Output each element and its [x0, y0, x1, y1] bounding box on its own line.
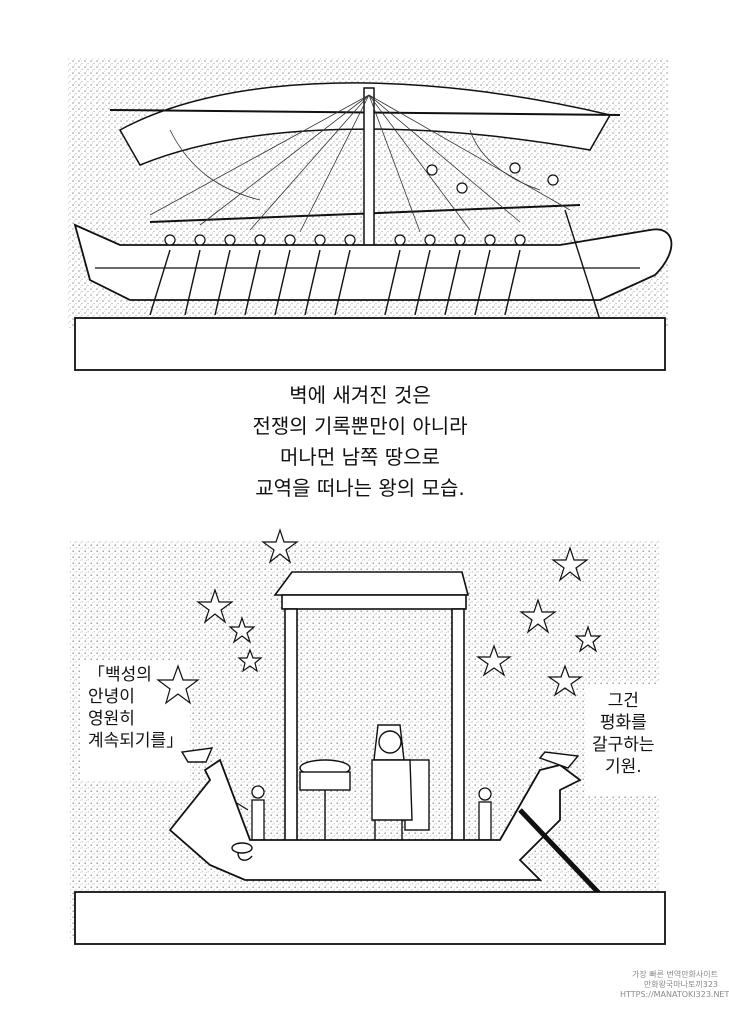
watermark-line: 만화왕국마나토끼323: [643, 980, 718, 989]
star-icon: [228, 616, 256, 644]
attendants: [231, 785, 492, 841]
watermark-line: HTTPS://MANATOKI323.NET: [620, 990, 729, 999]
star-icon: [156, 664, 200, 705]
canopy-shrine: [273, 571, 470, 870]
watermark-line: 가장 빠른 번역만화사이트: [631, 970, 718, 979]
caption-line: 그건: [607, 691, 639, 711]
prow-ornament: [180, 747, 214, 763]
star-icon: [196, 588, 234, 624]
caption-line: 평화를: [599, 713, 647, 733]
stars: [156, 528, 602, 705]
right-caption: 그건 평화를 갈구하는 기원.: [592, 690, 655, 778]
left-quote-caption: 「백성의 안녕이 영원히 계속되기를」: [88, 664, 183, 752]
royal-boat-illustration: [70, 528, 666, 945]
site-watermark: 가장 빠른 번역만화사이트 만화왕국마나토끼323 HTTPS://MANATO…: [620, 970, 729, 1000]
stern-ornament: [538, 751, 580, 769]
narration-line: 머나먼 남쪽 땅으로: [280, 445, 440, 469]
hull: [73, 223, 673, 301]
star-icon: [551, 546, 589, 582]
caption-line: 기원.: [604, 757, 642, 777]
oars: [149, 209, 601, 321]
caption-line: 영원히: [88, 709, 135, 729]
star-icon: [261, 528, 299, 564]
caption-line: 「백성의: [88, 665, 152, 685]
star-icon: [574, 625, 602, 653]
ship-relief-illustration: [68, 58, 673, 371]
rigging: [149, 94, 571, 233]
pharaoh-figure: [371, 724, 430, 855]
caption-line: 계속되기를」: [88, 731, 184, 751]
ship-pedestal: [74, 317, 666, 371]
star-icon: [476, 644, 512, 677]
rowers: [164, 234, 526, 246]
bottom-boat-panel: [0, 520, 720, 960]
star-icon: [237, 648, 263, 673]
caption-line: 갈구하는: [592, 735, 655, 755]
star-icon: [547, 664, 583, 697]
ceremonial-boat-hull: [168, 758, 582, 881]
narration-line: 벽에 새겨진 것은: [289, 383, 431, 407]
rigging-climbers: [426, 162, 559, 194]
star-icon: [519, 598, 557, 634]
caption-line: 안녕이: [88, 687, 135, 707]
narration-line: 교역을 떠나는 왕의 모습.: [255, 476, 465, 500]
top-ship-panel: [0, 0, 720, 390]
eye-of-horus-icon: [231, 842, 253, 861]
narration-line: 전쟁의 기록뿐만이 아니라: [252, 414, 468, 438]
narration-text: 벽에 새겨진 것은 전쟁의 기록뿐만이 아니라 머나먼 남쪽 땅으로 교역을 떠…: [210, 380, 510, 504]
boat-pedestal: [74, 891, 666, 945]
